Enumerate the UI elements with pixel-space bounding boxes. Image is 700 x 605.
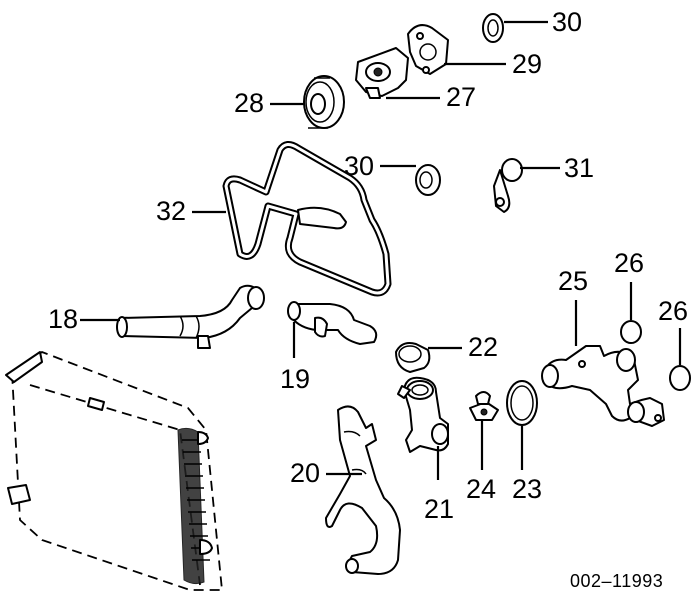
callout-28: 28 (234, 88, 265, 118)
upper-radiator-hose (116, 284, 265, 349)
water-pump-gasket (407, 24, 449, 75)
plug-upper (620, 320, 642, 344)
callout-24: 24 (466, 474, 497, 504)
callout-23: 23 (512, 474, 543, 504)
callout-32: 32 (156, 196, 187, 226)
belt-tensioner (493, 158, 523, 213)
catalog-number: 002–11993 (570, 571, 664, 591)
callout-27: 27 (446, 82, 477, 112)
callout-18: 18 (48, 304, 79, 334)
water-outlet-housing (541, 345, 665, 427)
bypass-hose (287, 301, 378, 345)
o-ring-seal (395, 342, 431, 373)
idler-pulley-lower (415, 164, 441, 196)
callout-31: 31 (564, 153, 595, 183)
thermostat-housing (397, 376, 449, 453)
thermostat (469, 391, 499, 421)
callout-30-upper: 30 (552, 7, 583, 37)
callout-26-upper: 26 (614, 248, 645, 278)
leader-lines (80, 20, 682, 480)
lower-radiator-hose (325, 405, 401, 575)
radiator (5, 350, 223, 591)
water-pump-pulley (303, 75, 345, 129)
water-pump (355, 47, 409, 99)
gasket (506, 380, 538, 426)
callout-29: 29 (512, 49, 543, 79)
callout-26-lower: 26 (658, 296, 689, 326)
callout-19: 19 (280, 364, 311, 394)
idler-pulley-upper (482, 13, 504, 43)
serpentine-belt (222, 141, 392, 297)
callout-22: 22 (468, 332, 499, 362)
callout-30-lower: 30 (344, 151, 375, 181)
plug-lower (669, 365, 691, 391)
callout-25: 25 (558, 266, 589, 296)
radiator-core (177, 427, 213, 585)
callout-21: 21 (424, 494, 455, 524)
callout-20: 20 (290, 458, 321, 488)
